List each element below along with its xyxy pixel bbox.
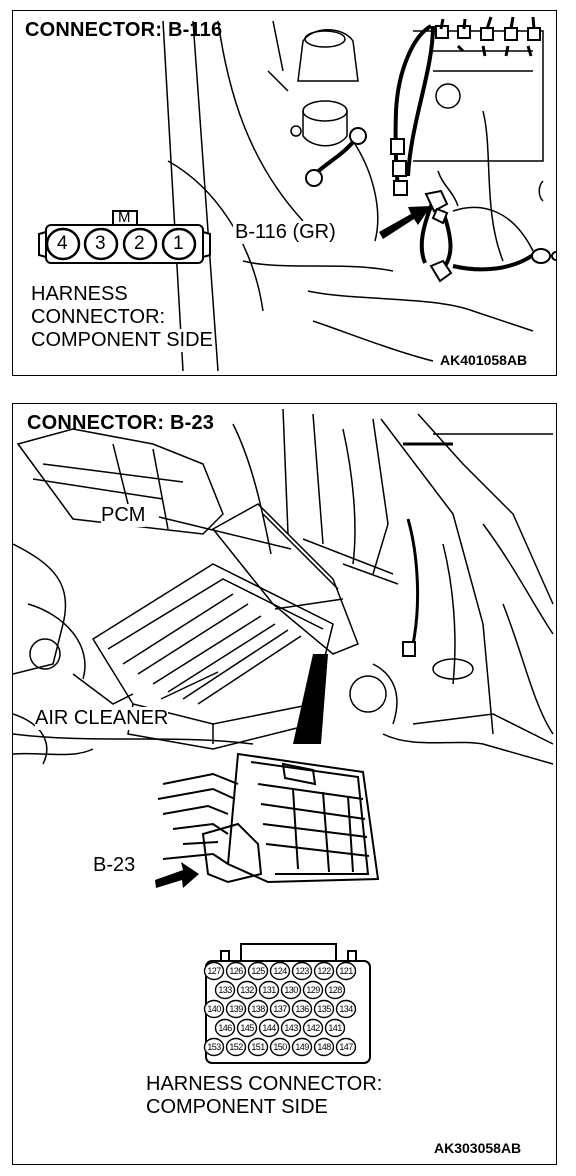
- pin-circle: [269, 961, 291, 981]
- connector-b116-panel: CONNECTOR: B-116 M 4 3 2 1 B-116 (GR) HA…: [12, 10, 557, 376]
- pin-label: 134: [339, 1004, 353, 1014]
- pin-circle: [236, 1018, 258, 1038]
- air-cleaner-label: AIR CLEANER: [35, 707, 169, 730]
- panel-title: CONNECTOR: B-116: [25, 19, 223, 41]
- pin-circle: [236, 980, 258, 1000]
- pin-circle: [258, 980, 280, 1000]
- engine-bay-illustration-b116: [38, 16, 556, 372]
- pin-circle: [335, 1037, 357, 1057]
- callout-label: B-116 (GR): [233, 221, 338, 244]
- pin-label: 1: [173, 233, 184, 254]
- connector-key-label: M: [118, 209, 131, 226]
- pin-label: 3: [95, 233, 106, 254]
- pin-label: 144: [262, 1023, 276, 1033]
- pin-circle: [324, 1018, 346, 1038]
- pin-label: 153: [207, 1042, 221, 1052]
- pin-circle: [258, 1018, 280, 1038]
- pin-circle: [225, 999, 247, 1019]
- connector-b23-panel: CONNECTOR: B-23 PCM AIR CLEANER B-23 127…: [12, 403, 557, 1165]
- pin-label: 127: [207, 966, 221, 976]
- pin-label: 135: [317, 1004, 331, 1014]
- figure-code: AK401058AB: [440, 352, 528, 368]
- pin-label: 131: [262, 985, 276, 995]
- pin-label: 149: [295, 1042, 309, 1052]
- pin-label: 146: [218, 1023, 232, 1033]
- pin-label: 123: [295, 966, 309, 976]
- pin-circle: [203, 999, 225, 1019]
- pin-circle: [313, 999, 335, 1019]
- figure-code: AK303058AB: [434, 1140, 522, 1156]
- pin-label: 145: [240, 1023, 254, 1033]
- pin-circle: [269, 999, 291, 1019]
- callout-label: B-23: [93, 854, 136, 877]
- pin-label: 121: [339, 966, 353, 976]
- pin-label: 136: [295, 1004, 309, 1014]
- pin-circle: [214, 1018, 236, 1038]
- pin-label: 128: [328, 985, 342, 995]
- panel-title: CONNECTOR: B-23: [27, 412, 215, 434]
- pin-circle: [280, 1018, 302, 1038]
- b116-connector-shape: [38, 210, 211, 264]
- pin-circle: [269, 1037, 291, 1057]
- caption-line: HARNESS CONNECTOR:: [146, 1073, 383, 1095]
- pin-label: 137: [273, 1004, 287, 1014]
- pcm-label: PCM: [101, 504, 146, 527]
- pin-label: 122: [317, 966, 331, 976]
- pin-circle: [225, 1037, 247, 1057]
- pin-label: 139: [229, 1004, 243, 1014]
- pin-label: 138: [251, 1004, 265, 1014]
- pcm-module-drawing: [157, 752, 380, 884]
- pin-label: 150: [273, 1042, 287, 1052]
- caption-line: HARNESS: [31, 283, 128, 306]
- caption-line: COMPONENT SIDE: [146, 1096, 328, 1118]
- pin-circle: [225, 961, 247, 981]
- pin-circle: [214, 980, 236, 1000]
- pin-circle: [203, 1037, 225, 1057]
- pin-circle: [313, 961, 335, 981]
- pin-circle: [324, 980, 346, 1000]
- pin-label: 124: [273, 966, 287, 976]
- pin-label: 152: [229, 1042, 243, 1052]
- pin-label: 142: [306, 1023, 320, 1033]
- pin-label: 2: [134, 233, 145, 254]
- pin-label: 129: [306, 985, 320, 995]
- pin-label: 151: [251, 1042, 265, 1052]
- pin-circle: [302, 980, 324, 1000]
- pin-label: 132: [240, 985, 254, 995]
- pin-circle: [313, 1037, 335, 1057]
- pin-label: 125: [251, 966, 265, 976]
- pin-label: 143: [284, 1023, 298, 1033]
- caption-line: COMPONENT SIDE: [31, 329, 213, 352]
- pin-label: 148: [317, 1042, 331, 1052]
- pin-circle: [302, 1018, 324, 1038]
- pin-circle: [291, 1037, 313, 1057]
- pin-label: 126: [229, 966, 243, 976]
- pin-label: 4: [57, 233, 68, 254]
- pin-circle: [335, 961, 357, 981]
- pin-label: 130: [284, 985, 298, 995]
- pin-circle: [280, 980, 302, 1000]
- pin-circle: [335, 999, 357, 1019]
- engine-bay-illustration-b23: [13, 408, 554, 1064]
- pin-circle: [291, 999, 313, 1019]
- pin-circle: [247, 999, 269, 1019]
- pin-circle: [203, 961, 225, 981]
- pin-circle: [247, 1037, 269, 1057]
- pin-circle: [291, 961, 313, 981]
- pin-label: 147: [339, 1042, 353, 1052]
- pin-circle: [247, 961, 269, 981]
- pin-label: 141: [328, 1023, 342, 1033]
- pin-label: 133: [218, 985, 232, 995]
- pin-label: 140: [207, 1004, 221, 1014]
- caption-line: CONNECTOR:: [31, 306, 166, 329]
